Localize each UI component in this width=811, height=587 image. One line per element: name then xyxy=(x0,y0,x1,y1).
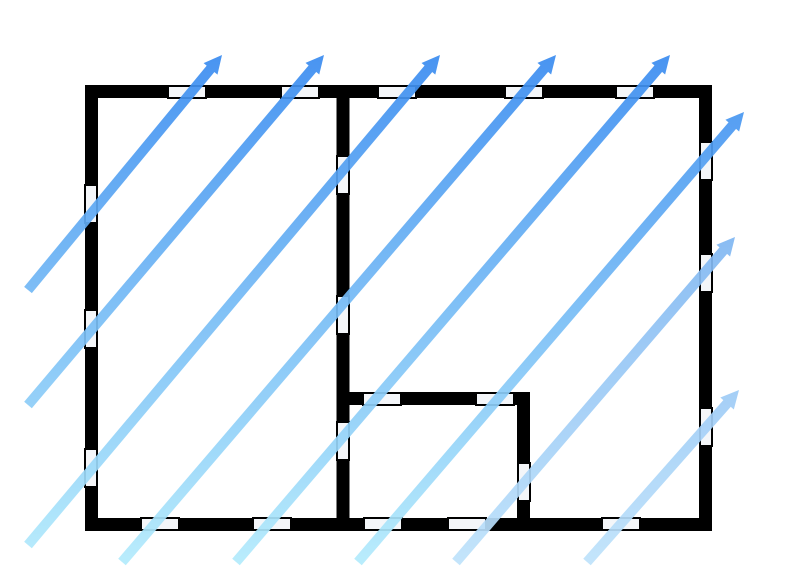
airflow-arrows xyxy=(24,55,744,566)
arrow-head-icon xyxy=(203,55,222,75)
arrow-head-icon xyxy=(720,390,739,410)
arrow-shaft xyxy=(232,63,664,566)
airflow-arrow xyxy=(232,55,670,566)
arrow-shaft xyxy=(583,398,733,566)
airflow-arrow xyxy=(24,55,222,294)
windows xyxy=(84,85,713,531)
arrow-head-icon xyxy=(305,55,324,75)
arrow-head-icon xyxy=(421,55,440,75)
arrow-shaft xyxy=(452,245,729,566)
airflow-arrow xyxy=(24,55,324,409)
small-room-wall xyxy=(343,392,530,524)
arrow-shaft xyxy=(24,64,434,549)
arrow-shaft xyxy=(24,64,216,294)
arrow-head-icon xyxy=(716,237,735,257)
airflow-arrow xyxy=(583,390,739,566)
arrow-shaft xyxy=(24,63,318,409)
arrow-head-icon xyxy=(651,55,670,75)
arrow-head-icon xyxy=(537,55,556,75)
airflow-arrow xyxy=(24,55,440,549)
outer-wall xyxy=(85,85,712,531)
arrow-shaft xyxy=(354,120,738,566)
airflow-arrow xyxy=(452,237,735,566)
arrow-shaft xyxy=(118,63,550,566)
airflow-arrow xyxy=(118,55,556,566)
airflow-arrow xyxy=(354,112,744,566)
walls xyxy=(85,85,712,531)
arrow-head-icon xyxy=(725,112,744,132)
